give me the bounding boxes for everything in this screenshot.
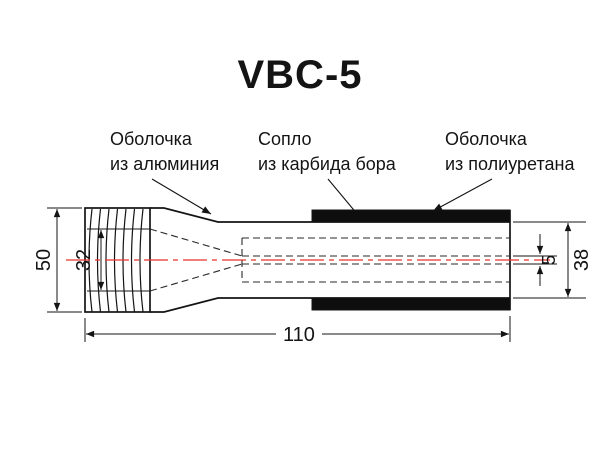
thread-crest [130, 208, 136, 313]
label-carbide-line1: Сопло [258, 129, 311, 149]
bore-converge-top [149, 228, 243, 257]
hidden-lines [149, 228, 510, 292]
dim50-value: 50 [33, 249, 55, 271]
band-bottom [311, 297, 511, 311]
thread-crest [139, 208, 144, 313]
dimension-38: 38 [513, 221, 593, 299]
dim110-value: 110 [283, 324, 315, 346]
label-polyurethane-line1: Оболочка [445, 129, 528, 149]
dim32-value: 32 [73, 249, 95, 271]
label-aluminum-line2: из алюминия [110, 154, 219, 174]
leader-aluminum [151, 178, 212, 215]
dimension-32: 32 [73, 230, 105, 290]
label-carbide-nozzle: Сопло из карбида бора [258, 129, 397, 174]
dimension-50: 50 [33, 207, 82, 313]
bore-converge-bottom [149, 263, 243, 292]
dim38-value: 38 [571, 249, 593, 271]
label-aluminum-line1: Оболочка [110, 129, 193, 149]
dim5-value: 5 [539, 255, 559, 265]
label-carbide-line2: из карбида бора [258, 154, 397, 174]
label-polyurethane-line2: из полиуретана [445, 154, 575, 174]
label-aluminum-shell: Оболочка из алюминия [110, 129, 219, 174]
dimension-110: 110 [84, 316, 511, 346]
dimension-5: 5 [513, 234, 559, 286]
label-polyurethane-shell: Оболочка из полиуретана [445, 129, 575, 174]
band-top [311, 209, 511, 223]
leader-polyurethane [432, 178, 493, 212]
polyurethane-bands [311, 209, 511, 311]
drawing-title: VBC-5 [237, 53, 362, 97]
